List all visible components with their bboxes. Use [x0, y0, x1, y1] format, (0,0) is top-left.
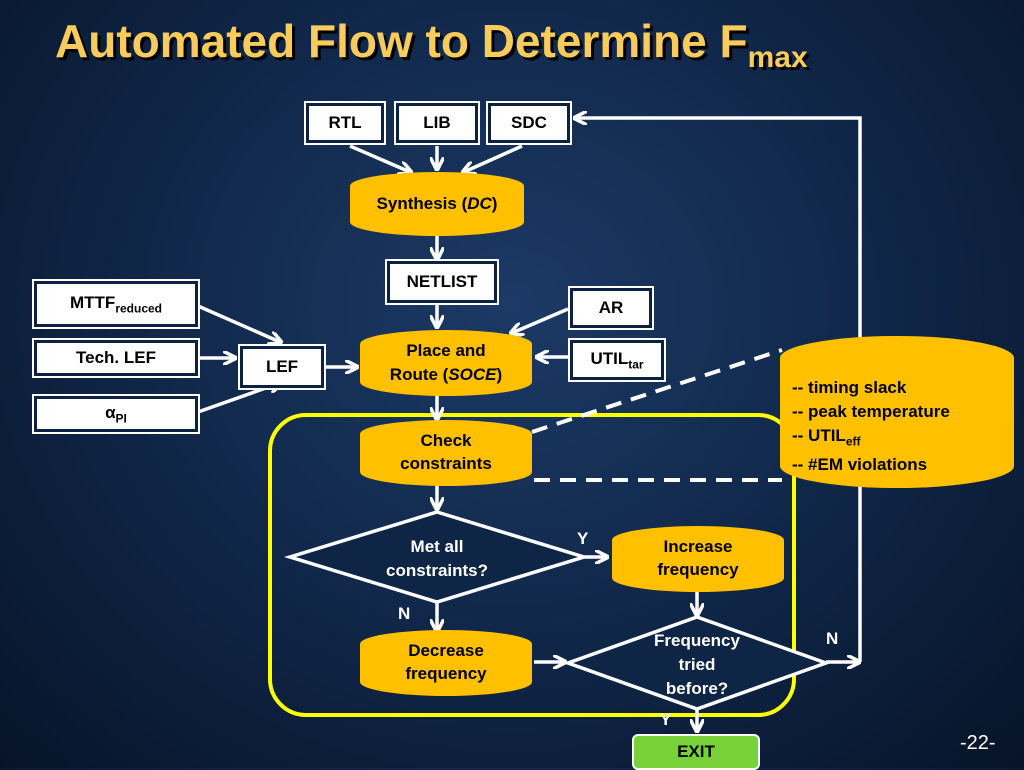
- netlist-box: NETLIST: [385, 259, 499, 305]
- tech-lef-box: Tech. LEF: [32, 338, 200, 378]
- page-number: -22-: [960, 732, 996, 754]
- sdc-box: SDC: [486, 101, 572, 145]
- rtl-box: RTL: [304, 101, 386, 145]
- synthesis-step: Synthesis (DC): [350, 172, 524, 236]
- constraint-peak-temperature: -- peak temperature: [792, 402, 950, 421]
- no-label-freq-tried: N: [826, 629, 839, 648]
- slide-title: Automated Flow to Determine Fmax: [55, 15, 808, 74]
- decrease-frequency-step: Decrease frequency: [360, 630, 532, 696]
- met-all-label: Met all constraints?: [385, 537, 489, 580]
- exit-terminal: EXIT: [632, 734, 760, 770]
- lef-box: LEF: [238, 344, 326, 390]
- arrow-sdc-synthesis: [464, 144, 523, 172]
- dashed-callout-upper: [531, 348, 783, 434]
- yes-label-met-all: Y: [577, 529, 589, 548]
- increase-frequency-step: Increase frequency: [612, 526, 784, 592]
- util-box: UTILtar: [568, 338, 666, 382]
- place-route-step: Place and Route (SOCE): [360, 330, 532, 396]
- constraint-util-eff: -- UTILeff: [792, 426, 861, 449]
- freq-tried-label: Frequency tried before?: [654, 631, 740, 698]
- loop-highlight-frame: [268, 413, 796, 717]
- constraint-timing-slack: -- timing slack: [792, 378, 907, 397]
- mttf-box: MTTFreduced: [32, 279, 200, 329]
- check-constraints-step: Check constraints: [360, 420, 532, 486]
- lib-box: LIB: [394, 101, 480, 145]
- constraint-em-violations: -- #EM violations: [792, 455, 928, 475]
- constraints-list: -- timing slack -- peak temperature -- U…: [780, 336, 1014, 488]
- arrow-ar-place-route: [512, 307, 569, 333]
- arrow-mttf-lef: [197, 304, 280, 342]
- yes-label-freq-tried: Y: [660, 710, 672, 729]
- freq-tried-diamond: [562, 615, 832, 711]
- no-label-met-all: N: [398, 604, 411, 623]
- ar-box: AR: [568, 286, 654, 330]
- met-all-diamond: [284, 510, 590, 604]
- arrow-rtl-synthesis: [349, 144, 410, 172]
- alpha-box: αPI: [32, 394, 200, 434]
